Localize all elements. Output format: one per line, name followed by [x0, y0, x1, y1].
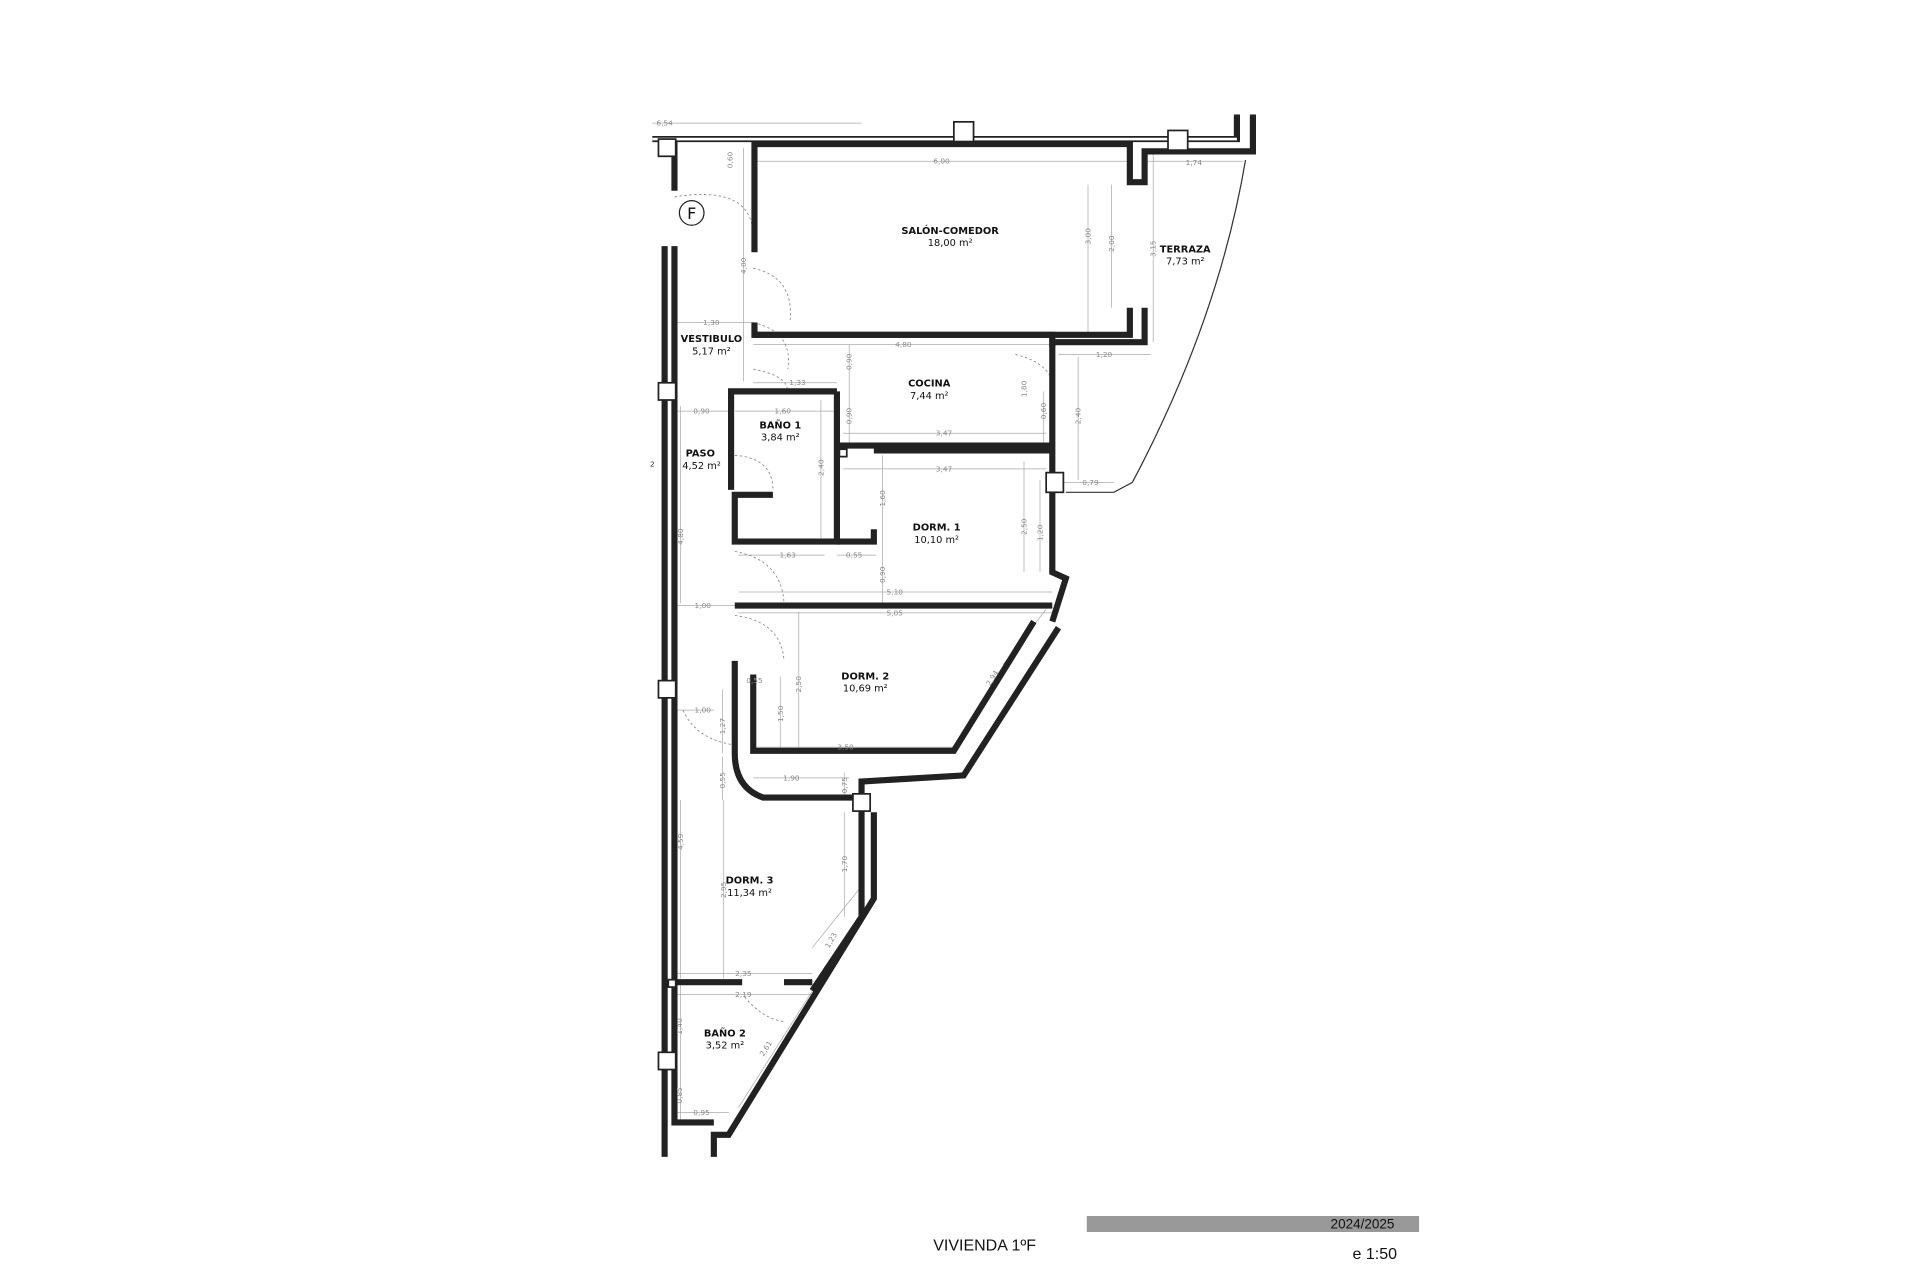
dim-label: 2,00: [1107, 235, 1116, 252]
dim-label: 0,90: [693, 407, 710, 416]
dim-label: 0,60: [1039, 403, 1048, 420]
room-area-paso: 4,52 m²: [682, 461, 721, 472]
room-name-terraza: TERRAZA: [1160, 244, 1211, 255]
dimension-labels: 6,54 0,60 6,00 1,74 3,00 2,00 3,15 4,00 …: [656, 119, 1202, 1118]
dim-label: 1,30: [703, 318, 720, 327]
dim-label: 2,35: [735, 969, 752, 978]
dim-label: 0,75: [840, 777, 849, 794]
dim-label: 2,50: [1019, 518, 1028, 535]
room-area-dorm1: 10,10 m²: [914, 535, 959, 546]
terrace-outline: [1065, 159, 1247, 493]
room-area-dorm3: 11,34 m²: [727, 888, 772, 899]
room-area-bano2: 3,52 m²: [706, 1041, 745, 1052]
dim-label: 0,95: [693, 1108, 710, 1117]
columns: [657, 120, 1189, 1071]
dim-label: 4,80: [895, 340, 912, 349]
dim-label: 2,50: [794, 676, 803, 693]
dim-label: 0,90: [845, 407, 854, 424]
dim-label: 2,19: [735, 990, 752, 999]
room-name-dorm3: DORM. 3: [726, 876, 774, 887]
dim-label: 0,79: [1082, 478, 1099, 487]
dim-label: 1,60: [775, 407, 792, 416]
room-area-dorm2: 10,69 m²: [843, 684, 888, 695]
dim-label: 2,40: [816, 459, 825, 476]
dim-label: 1,27: [718, 718, 727, 735]
room-area-cocina: 7,44 m²: [910, 391, 949, 402]
room-name-dorm1: DORM. 1: [913, 522, 961, 533]
dim-label: 5,10: [887, 587, 904, 596]
dim-label: 1,33: [789, 378, 806, 387]
room-area-bano1: 3,84 m²: [761, 433, 800, 444]
dim-label: 1,63: [779, 551, 796, 560]
dim-label: 0,55: [846, 551, 863, 560]
room-area-vestibulo: 5,17 m²: [692, 346, 731, 357]
scale-label: e 1:50: [1353, 1246, 1398, 1263]
dim-label: 0,60: [725, 151, 734, 168]
dim-label: 4,00: [739, 257, 748, 274]
dim-label: 6,54: [656, 119, 673, 128]
dim-label: 0,85: [675, 1087, 684, 1104]
dim-label: 3,50: [837, 743, 854, 752]
dim-label: 0,90: [878, 566, 887, 583]
room-name-dorm2: DORM. 2: [841, 671, 889, 682]
plan-title: VIVIENDA 1ºF: [933, 1237, 1036, 1254]
dim-label: 4,59: [676, 833, 685, 850]
door-swings: [674, 194, 1056, 1022]
dim-label: 0,55: [746, 676, 763, 685]
dim-label: 5,05: [887, 608, 904, 617]
dim-label: 1,20: [1096, 350, 1113, 359]
unit-marker-circle: [678, 200, 705, 226]
dim-label: 0,90: [845, 353, 854, 370]
dim-label: 3,47: [936, 464, 953, 473]
dim-label: 1,50: [776, 705, 785, 722]
room-area-salon: 18,00 m²: [928, 238, 973, 249]
dim-label: 0,55: [718, 772, 727, 789]
side-mark: 2: [650, 459, 655, 468]
dim-label: 4,80: [676, 528, 685, 545]
title-bar: [1086, 1216, 1420, 1232]
unit-marker: F: [687, 204, 696, 223]
dim-label: 1,20: [1035, 524, 1044, 541]
dim-label: 1,23: [823, 931, 839, 950]
dim-label: 6,00: [933, 157, 950, 166]
room-name-bano1: BAÑO 1: [759, 418, 801, 431]
room-name-paso: PASO: [686, 449, 715, 460]
year-label: 2024/2025: [1331, 1216, 1395, 1231]
dim-label: 1,00: [695, 706, 712, 715]
dim-label: 3,47: [936, 429, 953, 438]
room-name-salon: SALÓN-COMEDOR: [901, 224, 999, 237]
room-area-terraza: 7,73 m²: [1166, 257, 1205, 268]
room-labels: SALÓN-COMEDOR 18,00 m² TERRAZA 7,73 m² V…: [681, 224, 1211, 1052]
room-name-cocina: COCINA: [908, 378, 951, 389]
dim-label: 2,40: [1074, 407, 1083, 424]
room-name-vestibulo: VESTIBULO: [681, 334, 743, 345]
dim-label: 1,60: [878, 490, 887, 507]
dim-label: 1,40: [675, 1018, 684, 1035]
dim-label: 3,00: [1083, 228, 1092, 245]
dim-label: 3,15: [1149, 240, 1158, 257]
room-name-bano2: BAÑO 2: [704, 1026, 746, 1039]
dim-label: 2,95: [719, 881, 728, 898]
dim-label: 1,00: [695, 601, 712, 610]
dim-label: 1,80: [1019, 380, 1028, 397]
dim-label: 1,70: [840, 855, 849, 872]
dim-label: 1,90: [783, 773, 800, 782]
dim-label: 1,74: [1186, 158, 1203, 167]
